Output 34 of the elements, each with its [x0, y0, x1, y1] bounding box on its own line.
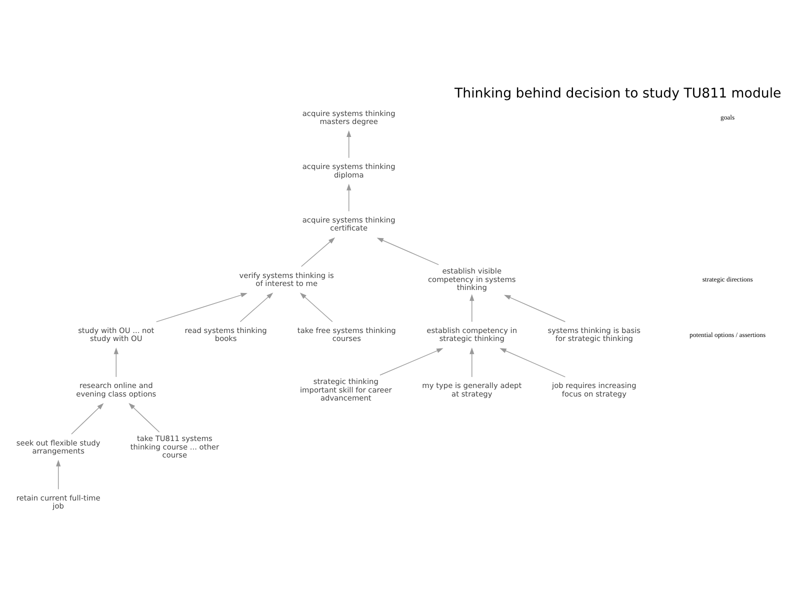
- arrow: [114, 347, 118, 378]
- arrow: [504, 294, 566, 322]
- node-text: acquire systems thinking diploma: [302, 162, 396, 180]
- node-text: job requires increasing focus on strategy: [552, 381, 636, 398]
- arrow: [380, 348, 444, 376]
- arrow: [376, 238, 439, 266]
- arrow: [346, 130, 352, 158]
- arrow: [346, 184, 352, 212]
- node-text: establish visible competency in systems thinking: [428, 266, 516, 292]
- diagram-title: Thinking behind decision to study TU811 module: [454, 86, 782, 102]
- node-text: retain current full-time job: [16, 493, 100, 511]
- node-text: acquire systems thinking certificate: [302, 216, 396, 233]
- node-text: research online and evening class options: [76, 381, 156, 398]
- arrow: [300, 292, 333, 322]
- node-text: seek out flexible study arrangements: [16, 438, 100, 456]
- node-text: my type is generally adept at strategy: [422, 381, 522, 398]
- node-text: establish competency in strategic thinking: [426, 326, 518, 344]
- node-text: take TU811 systems thinking course ... other course: [130, 434, 220, 460]
- arrow: [56, 460, 61, 490]
- node-text: take free systems thinking courses: [297, 326, 396, 344]
- node-text: verify systems thinking is of interest to me: [239, 270, 334, 288]
- node-text: study with OU ... not study with OU: [78, 326, 154, 344]
- arrow: [128, 403, 160, 432]
- node-text: read systems thinking books: [184, 326, 267, 344]
- node-text: strategic thinking important skill for career advancement: [300, 377, 392, 402]
- arrow: [240, 292, 274, 322]
- arrow: [470, 294, 474, 322]
- arrow: [71, 403, 104, 434]
- arrow: [500, 348, 566, 378]
- node-text: acquire systems thinking masters degree: [302, 108, 396, 126]
- arrow: [470, 347, 474, 378]
- arrow: [156, 292, 248, 322]
- node-text: systems thinking is basis for strategic thinking: [548, 326, 641, 344]
- arrow: [301, 237, 336, 267]
